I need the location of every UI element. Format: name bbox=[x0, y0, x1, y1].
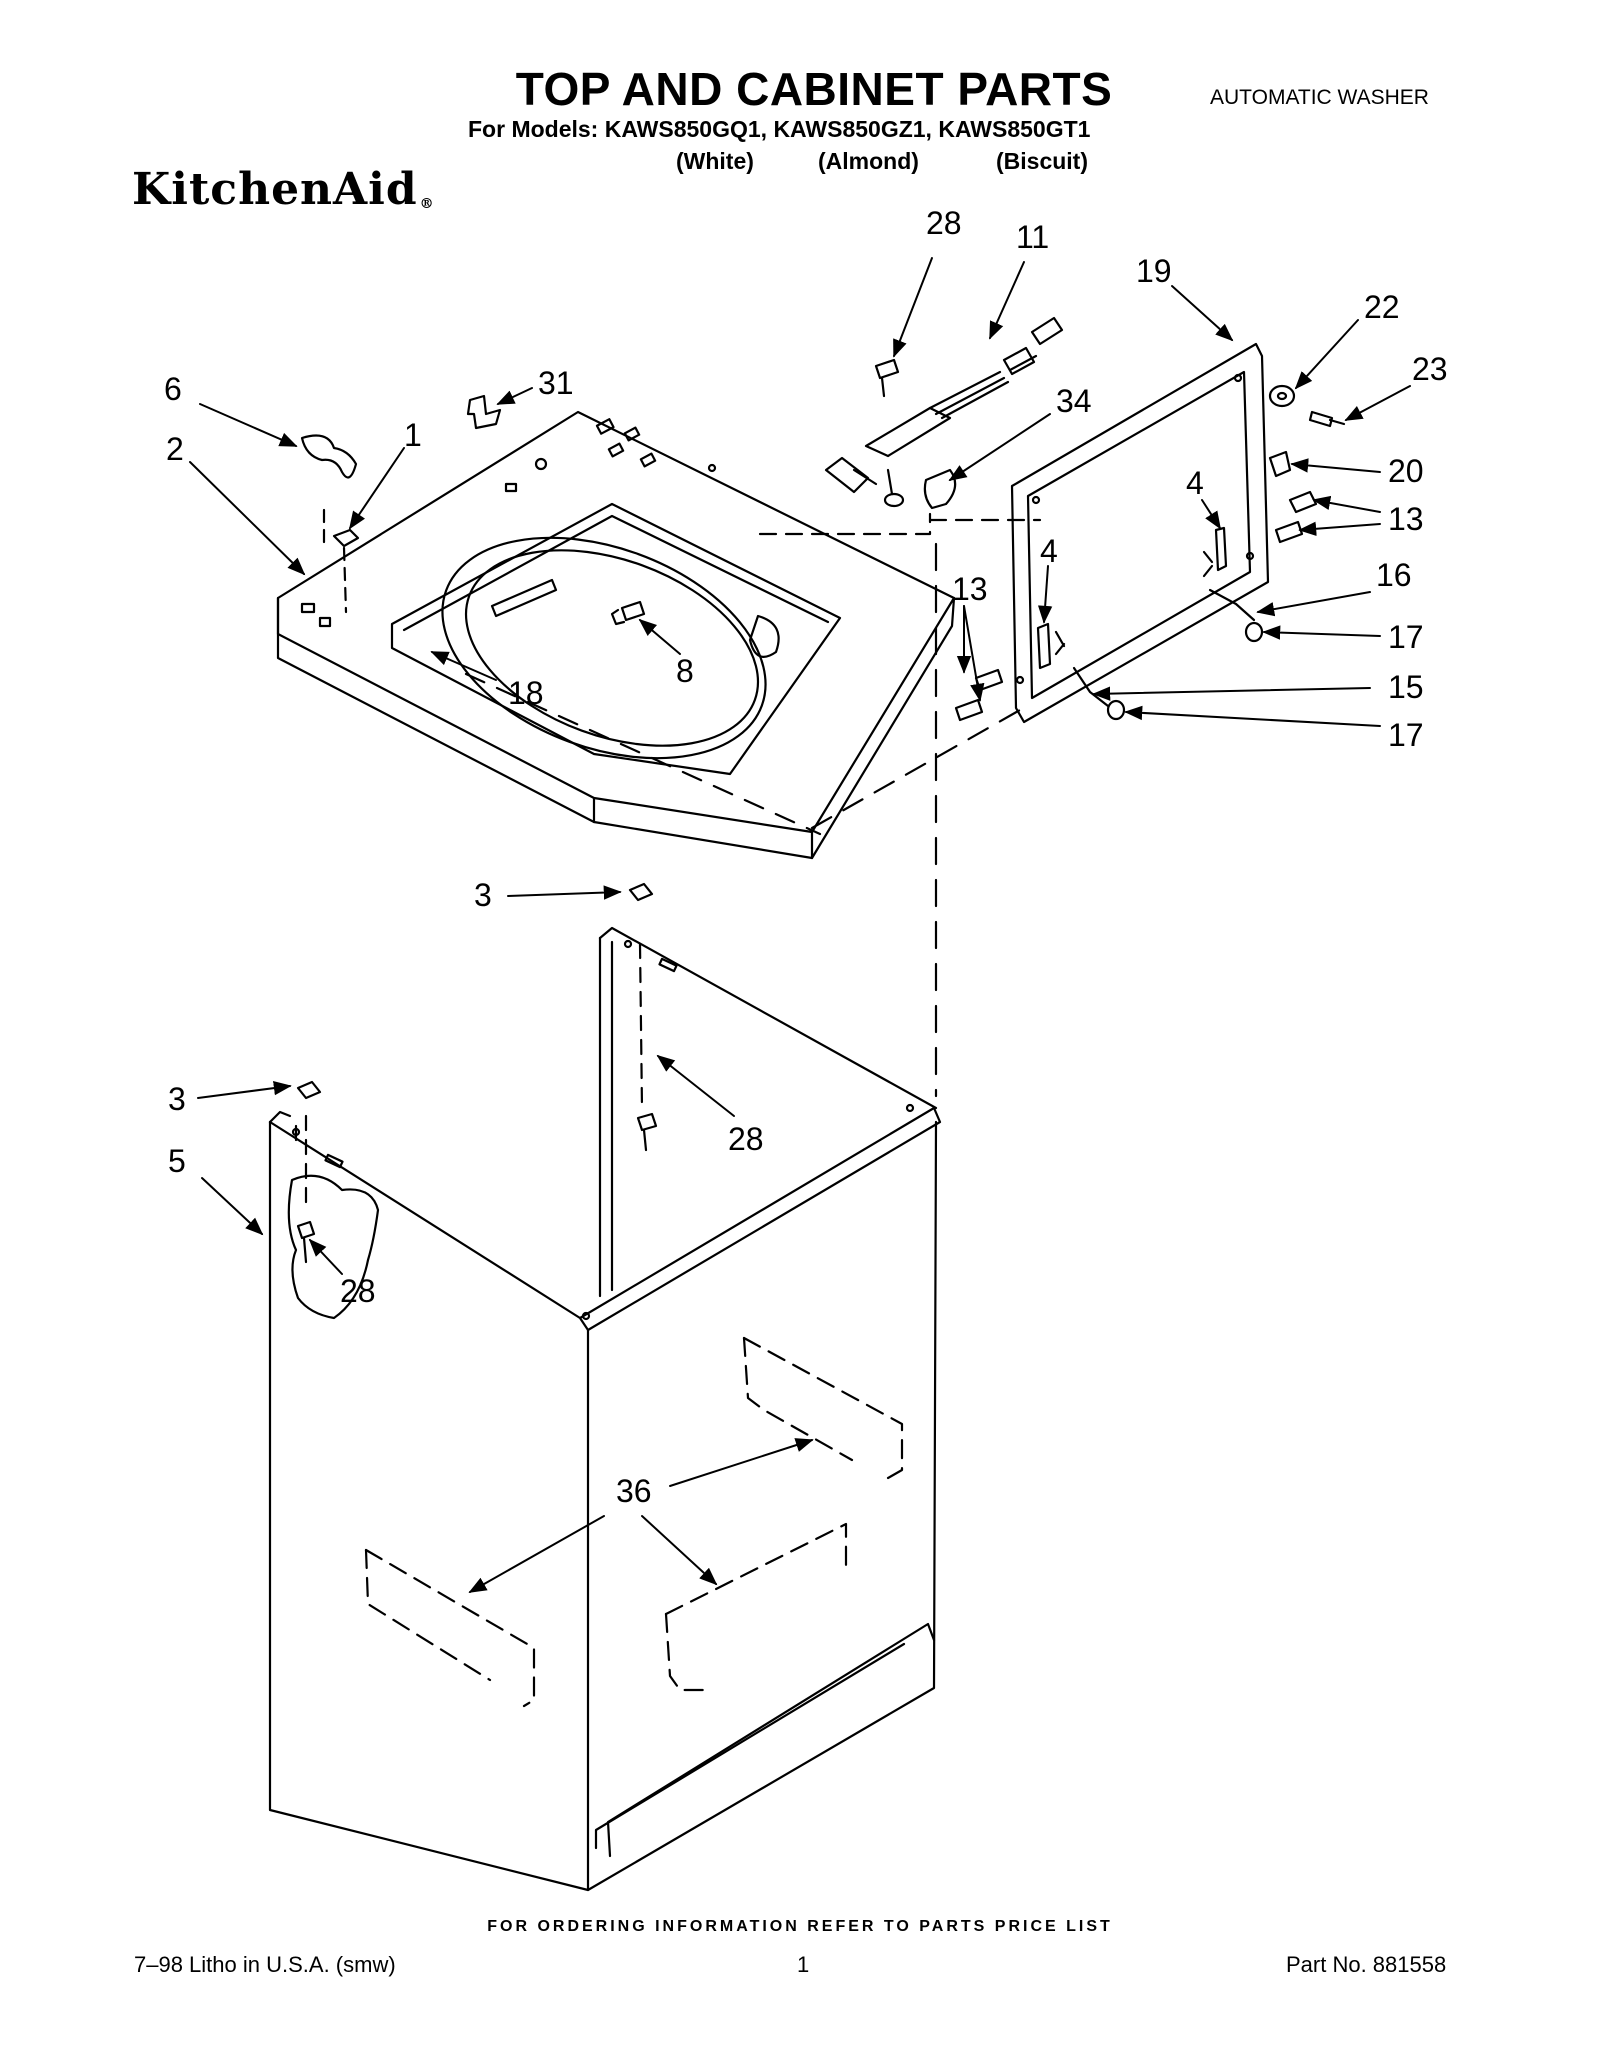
part-number: Part No. 881558 bbox=[1286, 1952, 1447, 1977]
callout-20-bracket: 20 bbox=[1388, 453, 1424, 489]
callout-5-cabinet: 5 bbox=[168, 1143, 186, 1179]
product-type: AUTOMATIC WASHER bbox=[1210, 86, 1429, 109]
ordering-note: FOR ORDERING INFORMATION REFER TO PARTS … bbox=[487, 1918, 1113, 1935]
variant-almond: (Almond) bbox=[818, 148, 919, 174]
models-line: For Models: KAWS850GQ1, KAWS850GZ1, KAWS… bbox=[468, 116, 1091, 142]
page-number: 1 bbox=[797, 1952, 810, 1977]
callout-23-pin: 23 bbox=[1412, 351, 1448, 387]
callout-28-screw: 28 bbox=[926, 205, 962, 241]
callout-36-pads: 36 bbox=[616, 1473, 652, 1509]
insulator-part-34 bbox=[923, 468, 957, 510]
litho-note: 7–98 Litho in U.S.A. (smw) bbox=[134, 1952, 396, 1977]
callout-28-screw-cabinet: 28 bbox=[340, 1273, 376, 1309]
clip-part-31 bbox=[466, 394, 502, 430]
callout-4-hinge-right: 4 bbox=[1186, 465, 1204, 501]
pad-part-36-lower-right bbox=[664, 1522, 848, 1692]
clip-part-1 bbox=[332, 528, 360, 548]
hinge-pin-part-16 bbox=[1208, 588, 1264, 643]
callout-17-bushing-upper: 17 bbox=[1388, 619, 1424, 655]
callout-13-screws-right: 13 bbox=[1388, 501, 1424, 537]
callout-34-insulator: 34 bbox=[1056, 383, 1092, 419]
variant-white: (White) bbox=[676, 148, 754, 174]
washer-part-22 bbox=[1268, 384, 1296, 408]
callout-13-screws-left: 13 bbox=[952, 571, 988, 607]
hold-down-clip-part-6 bbox=[300, 434, 358, 479]
callout-3-clip-lower: 3 bbox=[168, 1081, 186, 1117]
callout-2-top: 2 bbox=[166, 431, 184, 467]
callout-31-clip: 31 bbox=[538, 365, 574, 401]
pad-part-36-upper bbox=[742, 1336, 904, 1480]
callout-17-bushing-lower: 17 bbox=[1388, 717, 1424, 753]
pad-part-36-lower-left bbox=[364, 1548, 536, 1708]
screw-part-8 bbox=[610, 600, 646, 626]
screw-part-28-cabinet bbox=[296, 1220, 316, 1264]
callout-8-screw: 8 bbox=[676, 653, 694, 689]
registered-mark: ® bbox=[419, 196, 435, 212]
page-title: TOP AND CABINET PARTS bbox=[515, 63, 1113, 115]
variant-biscuit: (Biscuit) bbox=[996, 148, 1088, 174]
pin-part-23 bbox=[1308, 410, 1346, 428]
hinge-pin-part-15 bbox=[1072, 666, 1126, 721]
hinge-part-4-left bbox=[1036, 622, 1066, 670]
callout-1-clip: 1 bbox=[404, 417, 422, 453]
screw-part-13-right bbox=[1274, 490, 1318, 544]
callout-15-pin: 15 bbox=[1388, 669, 1424, 705]
screw-part-28-top bbox=[874, 358, 900, 398]
brand-logo: KitchenAid® bbox=[132, 164, 435, 215]
cabinet-cutaway-view bbox=[287, 1174, 380, 1320]
callout-4-hinge-left: 4 bbox=[1040, 533, 1058, 569]
callout-6-clip: 6 bbox=[164, 371, 182, 407]
callout-19-frame: 19 bbox=[1136, 253, 1172, 289]
callout-18-part: 18 bbox=[508, 675, 544, 711]
clip-part-3-upper bbox=[628, 882, 654, 902]
bracket-part-20 bbox=[1268, 450, 1292, 478]
screw-part-28-corner bbox=[636, 1112, 658, 1152]
hinge-part-4-right bbox=[1202, 526, 1228, 578]
lid-switch-harness-part-11 bbox=[824, 316, 1064, 508]
clip-part-3-lower bbox=[296, 1080, 322, 1100]
callout-16-pin: 16 bbox=[1376, 557, 1412, 593]
callout-22-washer: 22 bbox=[1364, 289, 1400, 325]
washer-cabinet-part-5 bbox=[268, 926, 942, 1892]
callout-3-clip-upper: 3 bbox=[474, 877, 492, 913]
callout-11-harness: 11 bbox=[1016, 219, 1049, 255]
console-frame-part-19 bbox=[1010, 342, 1270, 724]
callout-28-screw-corner: 28 bbox=[728, 1121, 764, 1157]
washer-top-panel bbox=[276, 410, 956, 860]
